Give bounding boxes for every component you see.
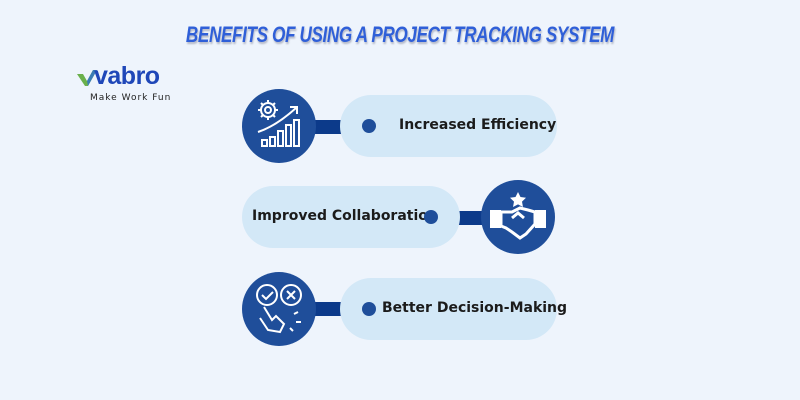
vabro-logo: vabro Make Work Fun — [76, 62, 196, 108]
connector — [312, 302, 348, 316]
bullet-dot — [424, 210, 438, 224]
logo-wordmark: vabro — [94, 62, 160, 90]
page-title: BENEFITS OF USING A PROJECT TRACKING SYS… — [185, 22, 615, 47]
checkmark-logo-icon — [77, 70, 97, 86]
benefit-icon-circle — [242, 89, 316, 163]
logo-tagline: Make Work Fun — [90, 93, 172, 103]
benefit-icon-circle — [242, 272, 316, 346]
benefit-label: Better Decision-Making — [382, 300, 568, 316]
bullet-dot — [362, 119, 376, 133]
benefit-label: Increased Efficiency — [399, 117, 557, 133]
handshake-star-icon — [490, 192, 546, 240]
benefit-pill — [242, 186, 460, 248]
bullet-dot — [362, 302, 376, 316]
connector — [312, 120, 348, 134]
check-cross-choice-icon — [256, 284, 302, 334]
connector — [452, 211, 488, 225]
benefit-label: Improved Collaboration — [252, 208, 438, 224]
gear-growth-chart-icon — [257, 100, 300, 147]
benefit-pill — [340, 95, 557, 157]
benefit-pill — [340, 278, 557, 340]
